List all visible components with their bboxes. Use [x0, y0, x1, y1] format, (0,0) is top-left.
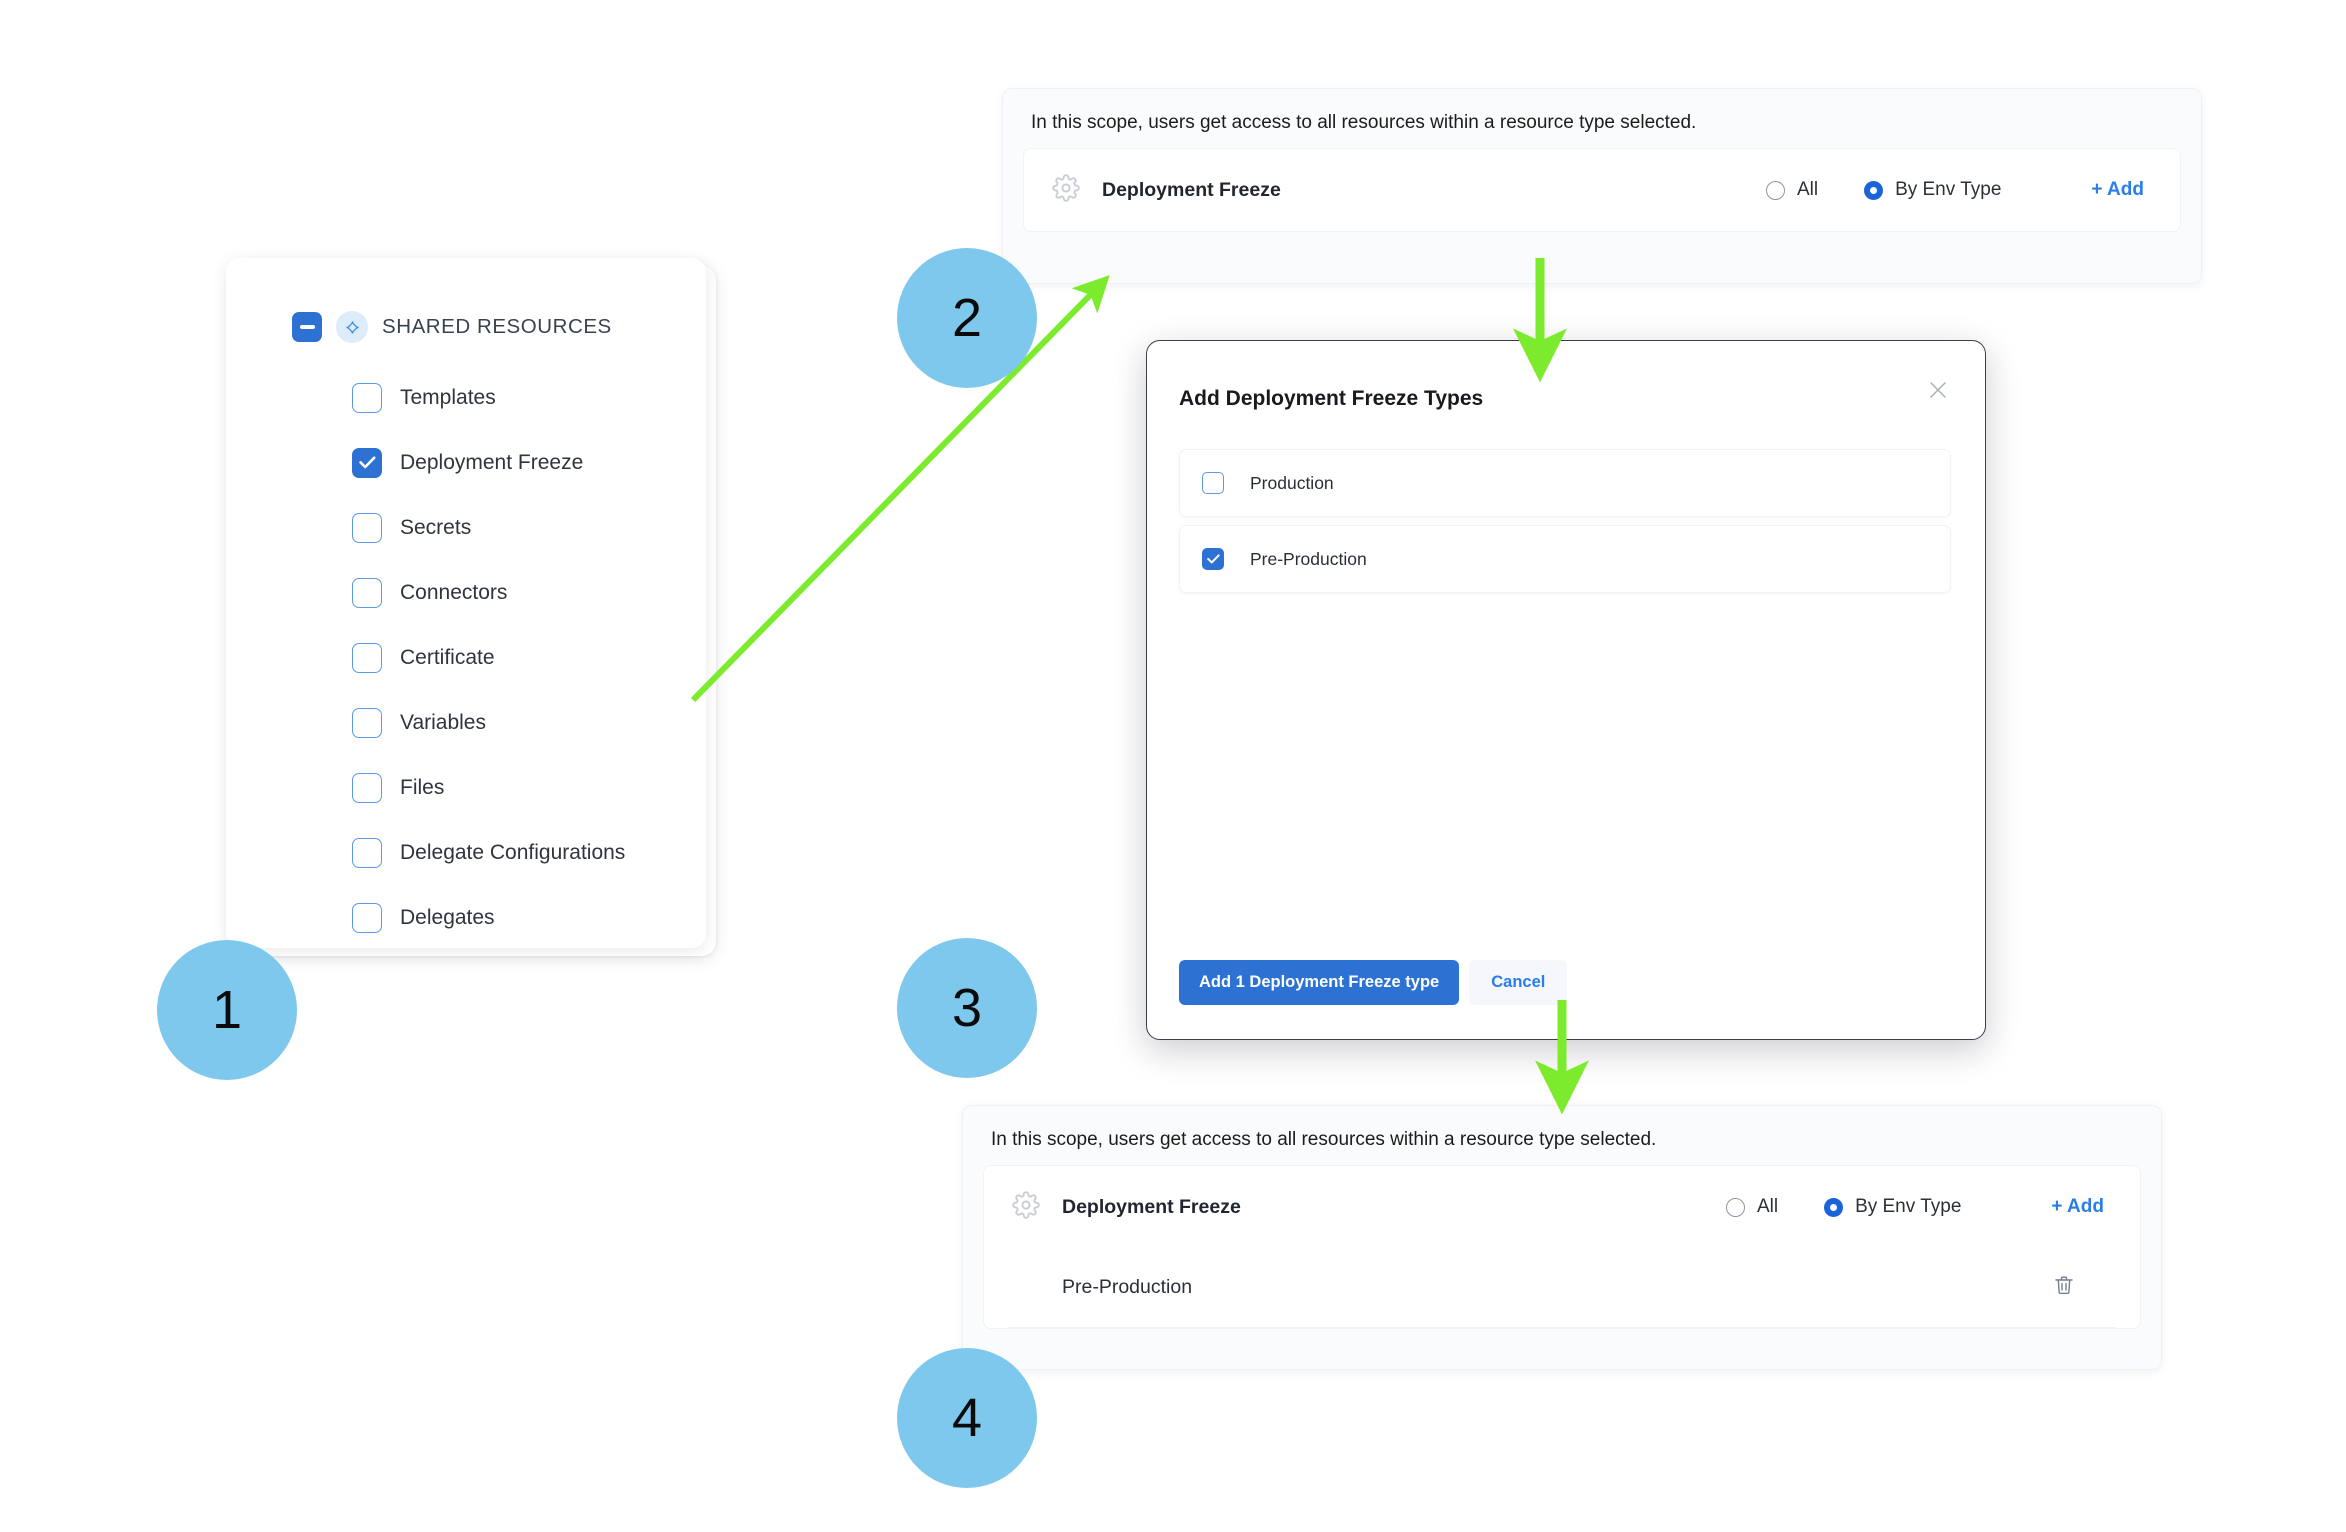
resource-item-label: Delegate Configurations: [400, 840, 626, 864]
checkbox-delegate-configurations[interactable]: [352, 837, 382, 868]
radio-by-env-type-label: By Env Type: [1895, 179, 2002, 200]
scope-resource-name: Deployment Freeze: [1102, 178, 1281, 201]
add-button[interactable]: + Add: [2051, 1196, 2104, 1217]
step-badge-number: 3: [951, 978, 983, 1038]
resource-item-delegates[interactable]: Delegates: [236, 885, 716, 950]
resource-item-files[interactable]: Files: [236, 755, 716, 820]
checkbox-secrets[interactable]: [352, 512, 382, 543]
step-badge-number: 4: [951, 1388, 983, 1448]
freeze-type-option-list: Production Pre-Production: [1179, 449, 1951, 593]
modal-footer: Add 1 Deployment Freeze type Cancel: [1179, 960, 1568, 1005]
radio-option-by-env-type[interactable]: By Env Type: [1864, 179, 2001, 201]
radio-option-all[interactable]: All: [1725, 1196, 1779, 1218]
scope-resource-row: Deployment Freeze All By Env Type + Add: [1024, 149, 2180, 231]
gear-icon: [1012, 1190, 1040, 1224]
resource-item-deployment-freeze[interactable]: Deployment Freeze: [236, 430, 716, 495]
resource-item-secrets[interactable]: Secrets: [236, 495, 716, 560]
checkbox-variables[interactable]: [352, 707, 382, 738]
step-badge-1: 1: [157, 940, 297, 1080]
option-production[interactable]: Production: [1179, 449, 1951, 517]
radio-by-env-type-icon[interactable]: [1864, 180, 1884, 200]
radio-all-icon[interactable]: [1765, 180, 1785, 200]
node-diamond-icon: [336, 311, 368, 343]
checkbox-delegates[interactable]: [352, 902, 382, 933]
resource-item-variables[interactable]: Variables: [236, 690, 716, 755]
add-deployment-freeze-types-modal: Add Deployment Freeze Types Production P…: [1146, 340, 1986, 1040]
trash-icon[interactable]: [2052, 1273, 2076, 1302]
cancel-button[interactable]: Cancel: [1469, 960, 1568, 1005]
scope-mode-radio-group: All By Env Type: [1725, 1196, 1961, 1218]
resource-item-label: Delegates: [400, 905, 495, 929]
option-pre-production[interactable]: Pre-Production: [1179, 525, 1951, 593]
resource-item-label: Connectors: [400, 580, 508, 604]
radio-all-label: All: [1796, 179, 1819, 200]
radio-by-env-type-icon[interactable]: [1824, 1197, 1844, 1217]
radio-all-label: All: [1756, 1196, 1779, 1217]
resource-item-label: Files: [400, 775, 445, 799]
checkbox-deployment-freeze[interactable]: [352, 447, 382, 478]
option-label: Pre-Production: [1250, 548, 1367, 569]
radio-option-all[interactable]: All: [1765, 179, 1819, 201]
close-icon[interactable]: [1925, 377, 1955, 407]
radio-all-icon[interactable]: [1725, 1197, 1745, 1217]
resource-type-list: Templates Deployment Freeze Secrets Conn…: [236, 343, 716, 950]
checkbox-certificate[interactable]: [352, 642, 382, 673]
checkbox-templates[interactable]: [352, 382, 382, 413]
step-badge-number: 1: [211, 980, 243, 1040]
gear-icon: [1052, 173, 1080, 207]
resource-item-templates[interactable]: Templates: [236, 365, 716, 430]
shared-resources-header[interactable]: SHARED RESOURCES: [236, 266, 716, 343]
step-badge-4: 4: [897, 1348, 1037, 1488]
shared-resources-checkbox[interactable]: [292, 312, 322, 342]
scope-description: In this scope, users get access to all r…: [1031, 112, 1697, 133]
shared-resources-card: SHARED RESOURCES Templates Deployment Fr…: [226, 258, 716, 956]
resource-item-label: Variables: [400, 710, 486, 734]
radio-option-by-env-type[interactable]: By Env Type: [1824, 1196, 1961, 1218]
resource-item-connectors[interactable]: Connectors: [236, 560, 716, 625]
scope-panel-after: In this scope, users get access to all r…: [962, 1105, 2162, 1370]
scope-description: In this scope, users get access to all r…: [991, 1129, 1657, 1150]
scope-resource-name: Deployment Freeze: [1062, 1195, 1241, 1218]
modal-title: Add Deployment Freeze Types: [1179, 387, 1484, 410]
radio-by-env-type-label: By Env Type: [1855, 1196, 1962, 1217]
add-freeze-type-button[interactable]: Add 1 Deployment Freeze type: [1179, 960, 1460, 1005]
resource-item-delegate-configurations[interactable]: Delegate Configurations: [236, 820, 716, 885]
scope-resource-card: Deployment Freeze All By Env Type + Add …: [983, 1165, 2141, 1329]
selected-env-type-row: Pre-Production: [1008, 1248, 2116, 1328]
checkbox-files[interactable]: [352, 772, 382, 803]
checkbox-pre-production[interactable]: [1202, 548, 1224, 570]
arrow-1-to-2: [690, 275, 1110, 703]
scope-resource-row: Deployment Freeze All By Env Type + Add: [984, 1166, 2140, 1248]
resource-item-label: Certificate: [400, 645, 495, 669]
step-badge-number: 2: [951, 288, 983, 348]
scope-resource-card: Deployment Freeze All By Env Type + Add: [1023, 148, 2181, 232]
resource-item-label: Templates: [400, 385, 496, 409]
step-badge-3: 3: [897, 938, 1037, 1078]
step-badge-2: 2: [897, 248, 1037, 388]
scope-panel-before: In this scope, users get access to all r…: [1002, 88, 2202, 284]
add-button[interactable]: + Add: [2091, 179, 2144, 200]
checkbox-connectors[interactable]: [352, 577, 382, 608]
scope-mode-radio-group: All By Env Type: [1765, 179, 2001, 201]
resource-item-label: Secrets: [400, 515, 472, 539]
option-label: Production: [1250, 472, 1334, 493]
indeterminate-dash-icon: [299, 325, 315, 329]
shared-resources-title: SHARED RESOURCES: [382, 315, 612, 338]
resource-item-certificate[interactable]: Certificate: [236, 625, 716, 690]
selected-env-type-label: Pre-Production: [1062, 1276, 1193, 1298]
resource-item-label: Deployment Freeze: [400, 450, 584, 474]
checkbox-production[interactable]: [1202, 472, 1224, 494]
